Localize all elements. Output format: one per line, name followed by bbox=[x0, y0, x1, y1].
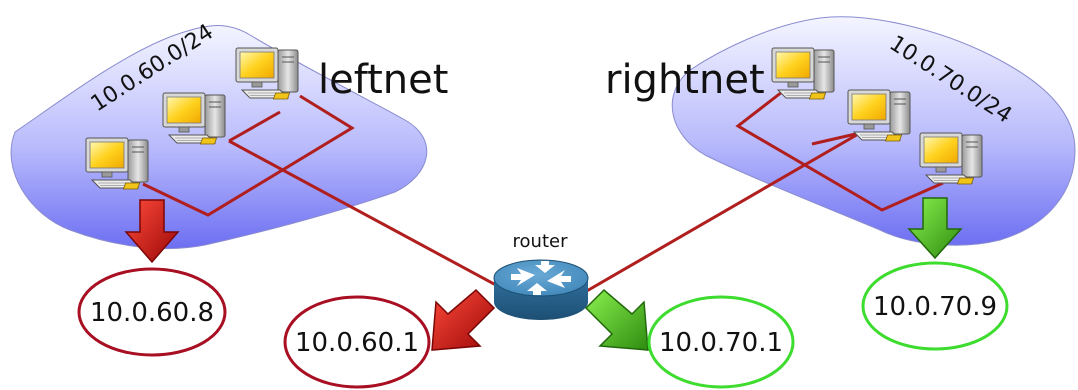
leftnet-workstation-2-icon bbox=[162, 92, 226, 145]
leftnet-bus bbox=[142, 94, 355, 217]
rightnet-bus bbox=[735, 90, 944, 212]
router-right-link bbox=[584, 131, 861, 294]
rightnet-workstation-2-icon bbox=[847, 89, 911, 142]
left-host-red-arrow bbox=[124, 199, 180, 264]
leftnet-workstation-1-icon bbox=[85, 137, 149, 190]
left-host-address-ring bbox=[77, 267, 227, 357]
rightnet-workstation-1-icon bbox=[771, 47, 835, 100]
router-icon bbox=[493, 259, 589, 321]
leftnet-bus-stub bbox=[228, 110, 281, 143]
leftnet-label: leftnet bbox=[318, 57, 448, 103]
router-label: router bbox=[513, 231, 569, 252]
leftnet-workstation-3-icon bbox=[235, 47, 299, 100]
right-host-green-arrow bbox=[907, 197, 963, 260]
right-host-address-ring bbox=[861, 261, 1009, 351]
rightnet-workstation-3-icon bbox=[919, 132, 983, 185]
rightnet-label: rightnet bbox=[605, 57, 765, 103]
network-wires bbox=[142, 90, 944, 300]
router-left-link bbox=[228, 139, 521, 300]
router-left-red-arrow bbox=[431, 288, 496, 351]
left-host-address: 10.0.60.8 bbox=[90, 298, 214, 328]
router-left-address: 10.0.60.1 bbox=[295, 328, 419, 358]
router-left-address-ring bbox=[283, 295, 431, 389]
router-right-address: 10.0.70.1 bbox=[659, 328, 783, 358]
router-right-address-ring bbox=[647, 295, 795, 389]
router-right-green-arrow bbox=[584, 288, 649, 351]
rightnet-cloud bbox=[671, 16, 1076, 246]
right-host-address: 10.0.70.9 bbox=[873, 292, 997, 322]
rightnet-bus-stub bbox=[811, 131, 861, 146]
